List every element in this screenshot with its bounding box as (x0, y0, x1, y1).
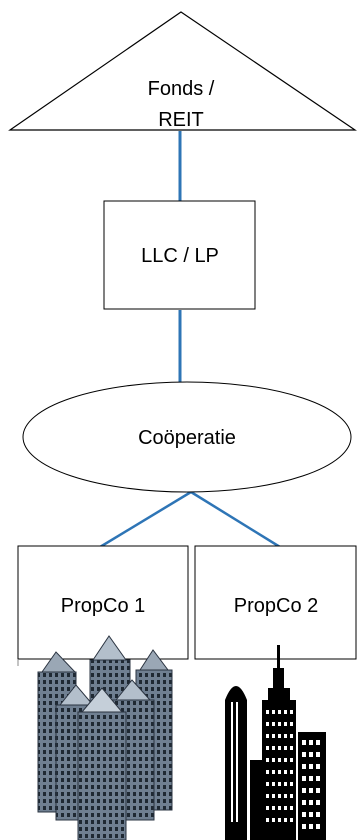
propco1-box (17, 545, 189, 660)
propco2-node: PropCo 2 (194, 545, 357, 660)
fund-label-line1: Fonds / (148, 78, 215, 100)
propco1-node: PropCo 1 (17, 545, 189, 666)
cooperative-label: Coöperatie (138, 427, 236, 449)
fund-triangle (8, 11, 357, 131)
llc-node: LLC / LP (103, 200, 256, 310)
propco1-label: PropCo 1 (61, 595, 146, 617)
city-skyline-icon (225, 645, 326, 840)
connector-cooperative-propco2 (190, 490, 281, 549)
llc-label: LLC / LP (141, 245, 219, 267)
fund-node: Fonds / REIT (8, 11, 357, 131)
cooperative-ellipse (22, 381, 352, 493)
cooperative-node: Coöperatie (22, 381, 352, 493)
propco2-box (194, 545, 357, 660)
connector-cooperative-propco1 (99, 490, 192, 549)
fund-label-line2: REIT (158, 109, 204, 131)
office-towers-icon (37, 635, 173, 840)
propco2-label: PropCo 2 (234, 595, 319, 617)
llc-box (103, 200, 256, 310)
